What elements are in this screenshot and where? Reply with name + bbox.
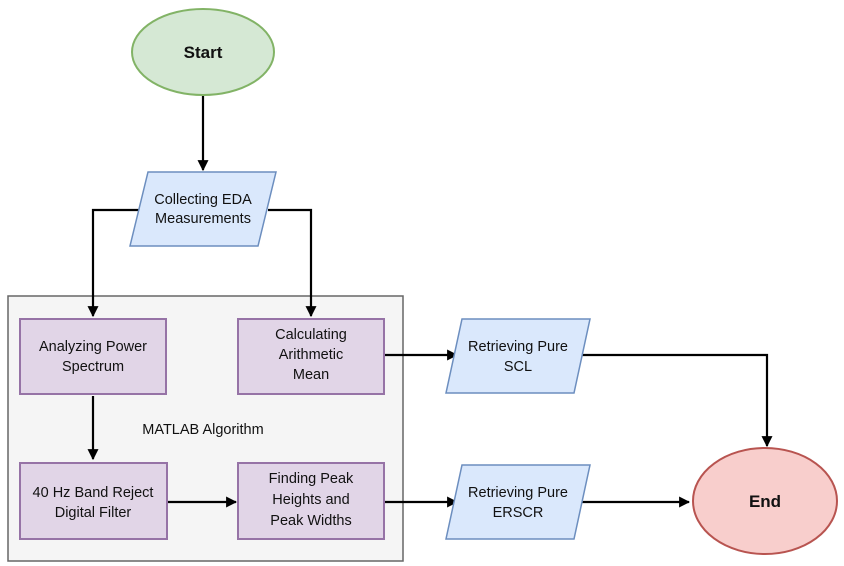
retrieve-erscr-parallelogram xyxy=(445,464,591,540)
band-reject-filter-box xyxy=(19,462,168,540)
edge-collect-to-analyze xyxy=(87,208,143,318)
scl-label-line-2: SCL xyxy=(504,359,532,375)
collect-eda-parallelogram xyxy=(129,171,277,247)
mean-label-line-3: Mean xyxy=(293,367,329,383)
analyze-label-line-2: Spectrum xyxy=(62,359,124,375)
end-ellipse xyxy=(692,447,838,555)
end-node: End xyxy=(692,447,838,555)
erscr-label-line-2: ERSCR xyxy=(493,505,544,521)
edge-collect-to-mean xyxy=(268,208,317,318)
analyze-power-spectrum-box xyxy=(19,318,167,395)
retrieve-scl-parallelogram xyxy=(445,318,591,394)
start-node: Start xyxy=(131,8,275,96)
mean-label-line-2: Arithmetic xyxy=(279,347,343,363)
peaks-label-line-3: Peak Widths xyxy=(270,513,351,529)
erscr-node: Retrieving Pure ERSCR xyxy=(445,464,591,540)
collect-label-line-1: Collecting EDA xyxy=(154,192,252,208)
find-peaks-box xyxy=(237,462,385,540)
collect-node: Collecting EDA Measurements xyxy=(129,171,277,247)
collect-label-line-2: Measurements xyxy=(155,211,251,227)
end-label: End xyxy=(749,492,781,511)
arithmetic-mean-box xyxy=(237,318,385,395)
start-ellipse xyxy=(131,8,275,96)
edges xyxy=(87,95,773,508)
start-label: Start xyxy=(184,43,223,62)
peaks-node: Finding Peak Heights and Peak Widths xyxy=(237,462,385,540)
erscr-label-line-1: Retrieving Pure xyxy=(468,485,568,501)
peaks-label-line-2: Heights and xyxy=(272,492,349,508)
edge-scl-to-end xyxy=(577,353,773,448)
mean-label-line-1: Calculating xyxy=(275,327,347,343)
peaks-label-line-1: Finding Peak xyxy=(269,471,354,487)
mean-node: Calculating Arithmetic Mean xyxy=(237,318,385,395)
filter-label-line-2: Digital Filter xyxy=(55,505,132,521)
matlab-algorithm-label: MATLAB Algorithm xyxy=(142,422,263,438)
filter-node: 40 Hz Band Reject Digital Filter xyxy=(19,462,168,540)
analyze-label-line-1: Analyzing Power xyxy=(39,339,147,355)
scl-label-line-1: Retrieving Pure xyxy=(468,339,568,355)
scl-node: Retrieving Pure SCL xyxy=(445,318,591,394)
analyze-node: Analyzing Power Spectrum xyxy=(19,318,167,395)
filter-label-line-1: 40 Hz Band Reject xyxy=(33,485,154,501)
